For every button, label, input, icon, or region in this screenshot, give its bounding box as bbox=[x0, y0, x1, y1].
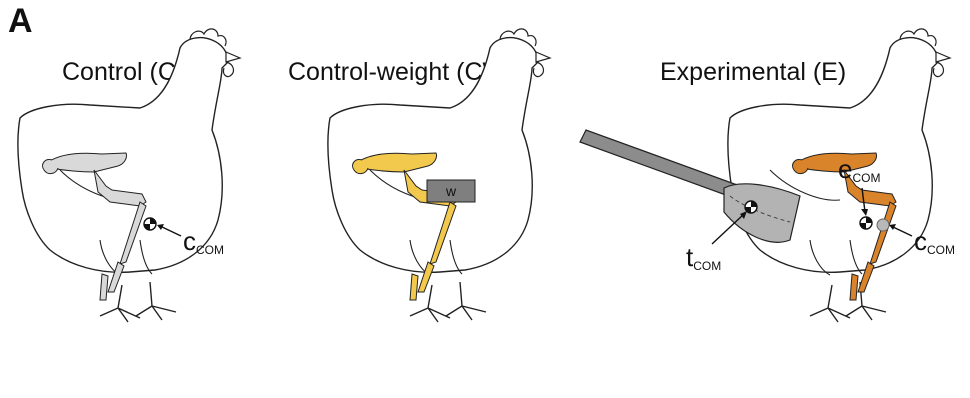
tail-rod bbox=[580, 130, 740, 198]
label-t-com: tCOM bbox=[686, 242, 721, 273]
com-marker-control bbox=[144, 218, 156, 230]
com-marker-experimental bbox=[860, 217, 872, 229]
label-e-com-sub: COM bbox=[852, 171, 880, 185]
arrow-t-com bbox=[712, 214, 744, 244]
chicken-control bbox=[18, 29, 240, 322]
label-c-com-experimental: cCOM bbox=[914, 226, 955, 257]
label-c-com-experimental-sub: COM bbox=[927, 243, 955, 257]
label-c-com-experimental-main: c bbox=[914, 226, 927, 256]
chicken-control-weight bbox=[328, 29, 550, 322]
label-t-com-sub: COM bbox=[693, 259, 721, 273]
com-marker-control-ghost bbox=[877, 219, 889, 231]
weight-label: w bbox=[445, 183, 457, 199]
label-c-com-main: c bbox=[183, 226, 196, 256]
label-e-com-main: e bbox=[838, 154, 852, 184]
label-c-com-sub: COM bbox=[196, 243, 224, 257]
